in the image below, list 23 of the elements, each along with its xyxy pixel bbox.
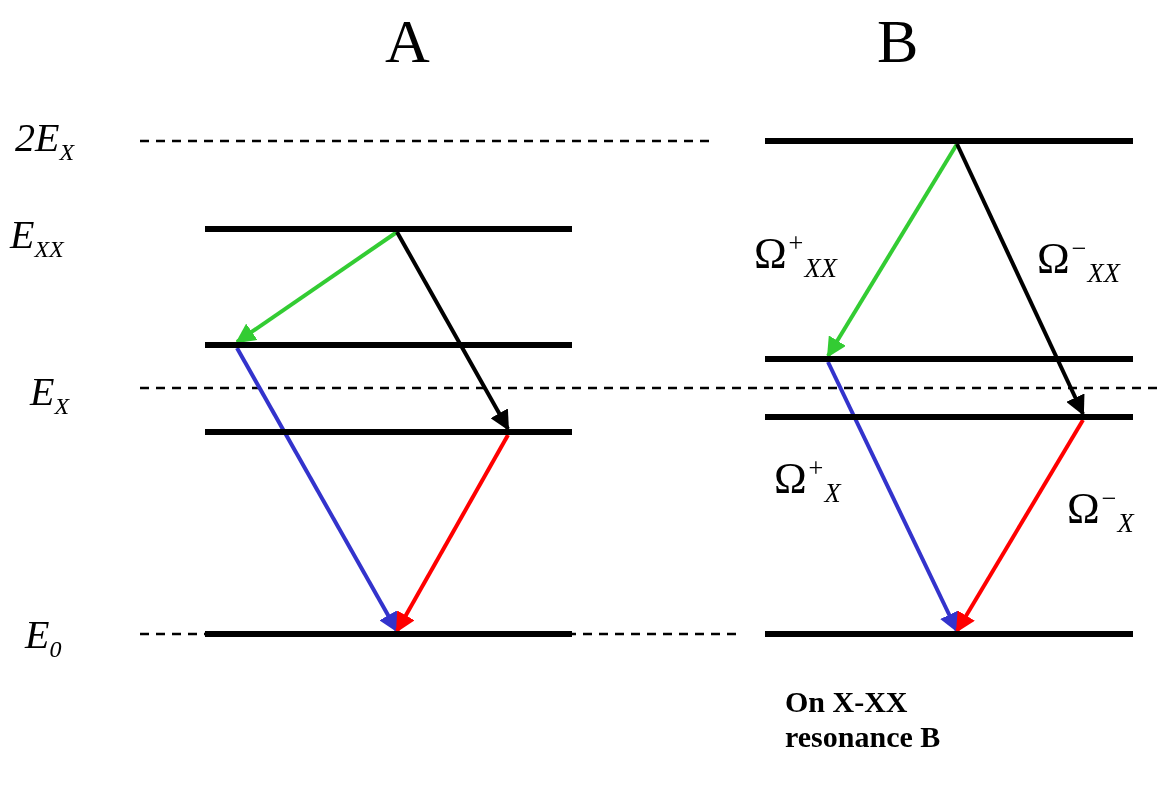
energy-level-bar (205, 342, 572, 348)
arrow (955, 418, 1085, 633)
energy-label: E$_{0}$ (25, 615, 62, 661)
energy-label: E$_{X}$ (30, 372, 70, 418)
energy-level-bar (765, 138, 1133, 144)
arrow (826, 142, 959, 358)
arrow (395, 231, 510, 431)
energy-level-bar (765, 356, 1133, 362)
energy-level-bar (205, 226, 572, 232)
arrow (235, 347, 399, 633)
panel-heading: A (385, 10, 430, 72)
caption: On X-XX resonance B (785, 685, 942, 754)
panel-heading: B (877, 10, 919, 72)
arrow (235, 230, 399, 344)
energy-level-bar (205, 429, 572, 435)
arrow (826, 361, 959, 633)
energy-level-bar (765, 631, 1133, 637)
energy-label: E$_{XX}$ (10, 215, 64, 261)
energy-level-bar (205, 631, 572, 637)
energy-level-bar (765, 414, 1133, 420)
energy-label: 2E$_{X}$ (15, 118, 75, 164)
arrow (955, 143, 1085, 416)
arrow (395, 434, 510, 633)
